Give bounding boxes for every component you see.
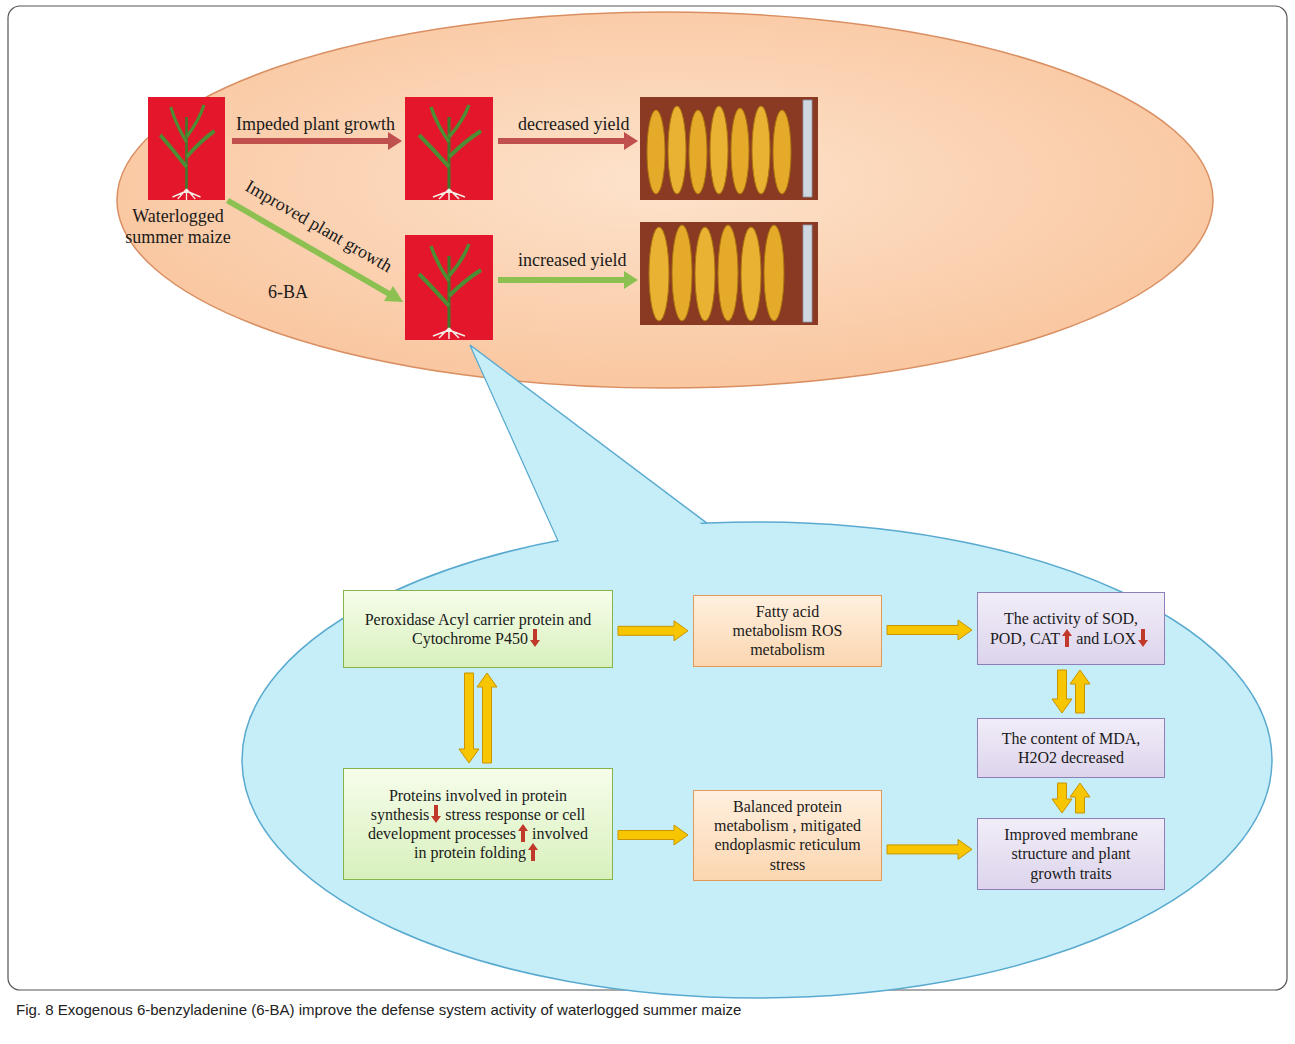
plain-label: 6-BA xyxy=(268,282,308,303)
block-arrow xyxy=(618,825,688,845)
block-arrow xyxy=(477,673,497,763)
node-text-wrap: Improved membrane structure and plant gr… xyxy=(996,825,1146,883)
callout-ellipse xyxy=(242,522,1272,998)
block-arrow xyxy=(1052,670,1072,713)
red-trend-arrow-shape xyxy=(530,629,540,647)
block-arrow xyxy=(887,620,972,640)
block-arrow xyxy=(618,621,688,641)
connector-arrow xyxy=(618,621,688,641)
plant-figure xyxy=(160,105,214,200)
block-arrow xyxy=(1052,783,1072,813)
connector-arrow xyxy=(887,839,972,859)
node-text-wrap: Balanced protein metabolism , mitigated … xyxy=(704,797,872,874)
ear-photo xyxy=(640,222,818,325)
process-box: Balanced protein metabolism , mitigated … xyxy=(693,790,882,881)
node-text-wrap: The activity of SOD, POD, CATand LOX xyxy=(986,609,1156,647)
plain-label: decreased yield xyxy=(518,114,629,135)
node-text: Improved membrane structure and plant gr… xyxy=(1004,826,1138,881)
node-text: and LOX xyxy=(1076,630,1136,647)
connector-arrow xyxy=(1052,670,1090,713)
node-text-wrap: Fatty acid metabolism ROS metabolism xyxy=(725,602,850,660)
outcome-box: The activity of SOD, POD, CATand LOX xyxy=(977,592,1165,665)
red-trend-arrow-shape xyxy=(528,843,538,861)
plain-label: increased yield xyxy=(518,250,626,271)
plain-label: Improved plant growth xyxy=(242,176,396,277)
plant-figure xyxy=(419,244,481,339)
plant-photo xyxy=(405,97,493,200)
ear-photo xyxy=(640,97,818,200)
process-box: Fatty acid metabolism ROS metabolism xyxy=(693,595,882,667)
block-arrow xyxy=(459,673,479,763)
connector-arrow xyxy=(1052,783,1090,813)
red-trend-arrow-shape xyxy=(518,824,528,842)
outcome-box: The content of MDA, H2O2 decreased xyxy=(977,718,1165,778)
block-arrow xyxy=(1070,670,1090,713)
node-text-wrap: Proteins involved in protein synthesisst… xyxy=(361,786,596,863)
figure-caption: Fig. 8 Exogenous 6-benzyladenine (6-BA) … xyxy=(16,1001,741,1018)
block-arrow xyxy=(1070,783,1090,813)
plant-photo xyxy=(148,97,225,200)
red-trend-arrow-shape xyxy=(1138,629,1148,647)
red-trend-arrow xyxy=(1138,629,1148,647)
block-arrow xyxy=(887,839,972,859)
red-trend-arrow xyxy=(1062,629,1072,647)
protein-box: Peroxidase Acyl carrier protein and Cyto… xyxy=(343,590,613,668)
protein-box: Proteins involved in protein synthesisst… xyxy=(343,768,613,880)
callout-seam xyxy=(472,348,713,548)
node-text: The content of MDA, H2O2 decreased xyxy=(1002,730,1141,766)
node-text-wrap: Peroxidase Acyl carrier protein and Cyto… xyxy=(353,610,603,648)
red-trend-arrow xyxy=(530,629,540,647)
red-trend-arrow-shape xyxy=(431,805,441,823)
red-trend-arrow xyxy=(431,805,441,823)
red-trend-arrow-shape xyxy=(1062,629,1072,647)
red-trend-arrow xyxy=(528,843,538,861)
node-text: Balanced protein metabolism , mitigated … xyxy=(714,798,861,873)
plant-photo xyxy=(405,235,493,340)
node-text: Fatty acid metabolism ROS metabolism xyxy=(733,603,843,658)
red-arrow xyxy=(232,132,638,150)
connector-arrow xyxy=(887,620,972,640)
plant-figure xyxy=(419,105,481,200)
node-text-wrap: The content of MDA, H2O2 decreased xyxy=(991,729,1151,767)
outcome-box: Improved membrane structure and plant gr… xyxy=(977,818,1165,890)
connector-arrow xyxy=(618,825,688,845)
red-trend-arrow xyxy=(518,824,528,842)
plain-label: Waterlogged summer maize xyxy=(113,206,243,247)
connector-arrow xyxy=(459,673,497,763)
overview-ellipse xyxy=(117,12,1213,388)
plain-label: Impeded plant growth xyxy=(236,114,395,135)
node-text: Peroxidase Acyl carrier protein and Cyto… xyxy=(365,611,592,647)
